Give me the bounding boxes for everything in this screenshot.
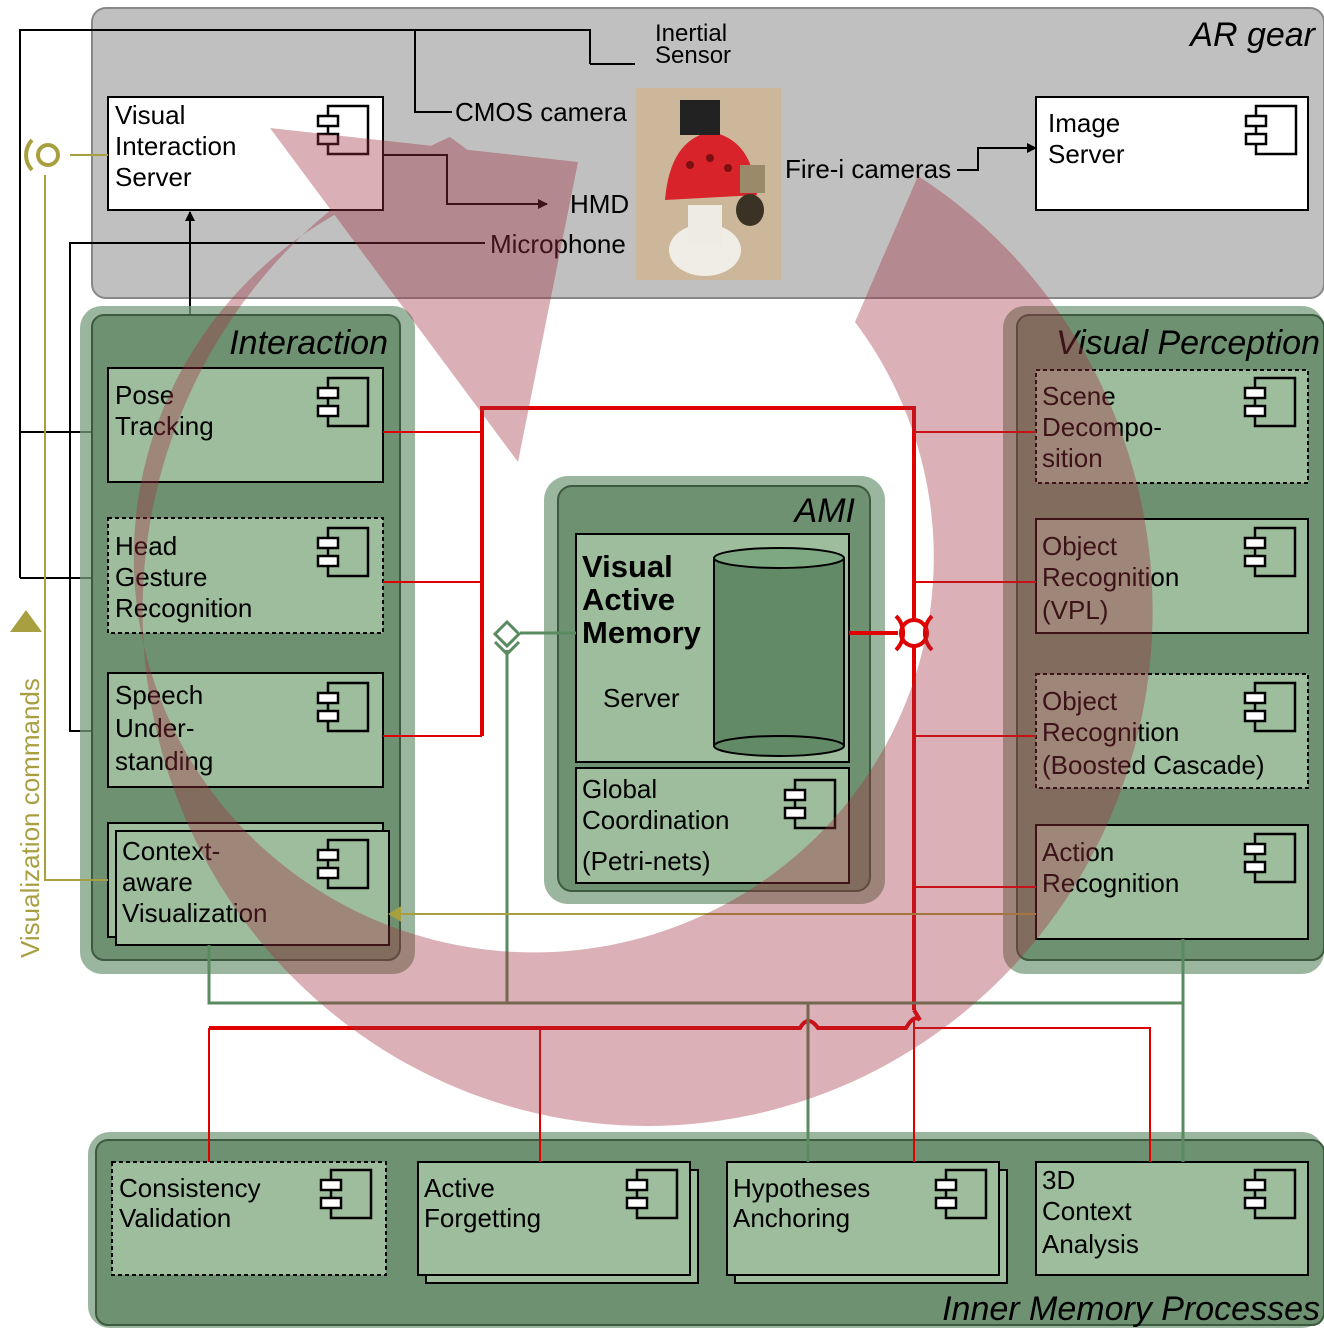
svg-text:Context-: Context- <box>122 836 220 866</box>
svg-text:Action: Action <box>1042 837 1114 867</box>
svg-text:Recognition: Recognition <box>1042 868 1179 898</box>
svg-text:Tracking: Tracking <box>115 411 214 441</box>
svg-text:Gesture: Gesture <box>115 562 208 592</box>
perception-title: Visual Perception <box>1056 324 1320 362</box>
hypotheses-anchoring-component[interactable]: Hypotheses Anchoring <box>726 1161 1008 1284</box>
firei-cameras-label: Fire-i cameras <box>785 154 951 184</box>
visual-active-memory-server[interactable]: Visual Active Memory Server <box>575 533 850 763</box>
memory-links-red <box>208 406 1151 1162</box>
svg-text:Pose: Pose <box>115 380 174 410</box>
svg-text:Object: Object <box>1042 531 1118 561</box>
svg-text:aware: aware <box>122 867 193 897</box>
svg-text:Visual: Visual <box>582 549 673 584</box>
svg-text:Head: Head <box>115 531 177 561</box>
image-server[interactable]: Image Server <box>1035 96 1309 211</box>
svg-text:Active: Active <box>424 1173 495 1203</box>
cmos-camera-label: CMOS camera <box>455 97 627 127</box>
svg-text:Forgetting: Forgetting <box>424 1203 541 1233</box>
svg-text:Recognition: Recognition <box>1042 562 1179 592</box>
svg-text:Visualization: Visualization <box>122 898 268 928</box>
inertial-sensor-label: Inertial <box>655 20 727 47</box>
svg-text:Hypotheses: Hypotheses <box>733 1173 870 1203</box>
active-forgetting-component[interactable]: Active Forgetting <box>417 1161 699 1284</box>
visualization-command-links <box>44 154 1036 922</box>
head-gesture-component[interactable]: Head Gesture Recognition <box>107 517 384 634</box>
pose-tracking-component[interactable]: Pose Tracking <box>107 367 384 483</box>
svg-text:Server: Server <box>1048 139 1125 169</box>
svg-text:Object: Object <box>1042 686 1118 716</box>
svg-text:Server: Server <box>115 162 192 192</box>
svg-text:Analysis: Analysis <box>1042 1229 1139 1259</box>
memory-interface-icon <box>894 614 934 652</box>
object-recognition-boosted-component[interactable]: Object Recognition (Boosted Cascade) <box>1035 673 1309 789</box>
inner-memory-title: Inner Memory Processes <box>942 1290 1320 1328</box>
visual-interaction-server[interactable]: Visual Interaction Server <box>107 96 384 211</box>
svg-text:Scene: Scene <box>1042 381 1116 411</box>
svg-text:Consistency: Consistency <box>119 1173 261 1203</box>
svg-text:Recognition: Recognition <box>115 593 252 623</box>
svg-text:Interaction: Interaction <box>115 131 236 161</box>
svg-text:Validation: Validation <box>119 1203 231 1233</box>
svg-text:Under-: Under- <box>115 713 194 743</box>
svg-text:Visual: Visual <box>115 100 185 130</box>
svg-text:Speech: Speech <box>115 680 203 710</box>
helmet-photo <box>636 88 781 280</box>
inner-memory-group <box>95 1139 1324 1326</box>
lollipop-interface-icon <box>24 138 60 172</box>
ar-gear-title: AR gear <box>1188 16 1316 54</box>
interaction-title: Interaction <box>229 324 388 362</box>
coordination-links-green <box>207 631 1185 1162</box>
svg-text:sition: sition <box>1042 443 1103 473</box>
inertial-sensor-label-2: Sensor <box>655 42 731 69</box>
scene-decomposition-component[interactable]: Scene Decompo- sition <box>1035 369 1309 484</box>
object-recognition-vpl-component[interactable]: Object Recognition (VPL) <box>1035 518 1309 634</box>
svg-text:Decompo-: Decompo- <box>1042 412 1162 442</box>
svg-text:Anchoring: Anchoring <box>733 1203 850 1233</box>
coordination-diamond-icon <box>492 619 522 649</box>
svg-text:Active: Active <box>582 582 675 617</box>
context-3d-analysis-component[interactable]: 3D Context Analysis <box>1035 1161 1309 1276</box>
ami-title: AMI <box>793 492 856 530</box>
svg-text:Coordination: Coordination <box>582 805 729 835</box>
action-recognition-component[interactable]: Action Recognition <box>1035 824 1309 940</box>
consistency-validation-component[interactable]: Consistency Validation <box>111 1161 387 1276</box>
triangle-up-icon <box>10 610 42 632</box>
cycle-arrow <box>133 128 1153 1126</box>
svg-text:Global: Global <box>582 774 657 804</box>
hmd-label: HMD <box>570 189 629 219</box>
context-visualization-component[interactable]: Context- aware Visualization <box>107 822 390 946</box>
svg-text:(Boosted Cascade): (Boosted Cascade) <box>1042 750 1265 780</box>
database-cylinder-icon <box>713 547 845 757</box>
speech-understanding-component[interactable]: Speech Under- standing <box>107 672 384 788</box>
coordination-chevron-icon <box>493 640 521 657</box>
svg-text:Server: Server <box>603 683 680 713</box>
global-coordination-component[interactable]: Global Coordination (Petri-nets) <box>575 767 850 884</box>
svg-text:3D: 3D <box>1042 1165 1075 1195</box>
visualization-commands-label: Visualization commands <box>15 678 45 958</box>
microphone-label: Microphone <box>490 229 626 259</box>
svg-text:Memory: Memory <box>582 615 702 650</box>
svg-text:(Petri-nets): (Petri-nets) <box>582 846 711 876</box>
svg-text:Recognition: Recognition <box>1042 717 1179 747</box>
svg-text:Image: Image <box>1048 108 1120 138</box>
svg-text:Context: Context <box>1042 1196 1132 1226</box>
svg-text:(VPL): (VPL) <box>1042 595 1108 625</box>
svg-text:standing: standing <box>115 746 213 776</box>
